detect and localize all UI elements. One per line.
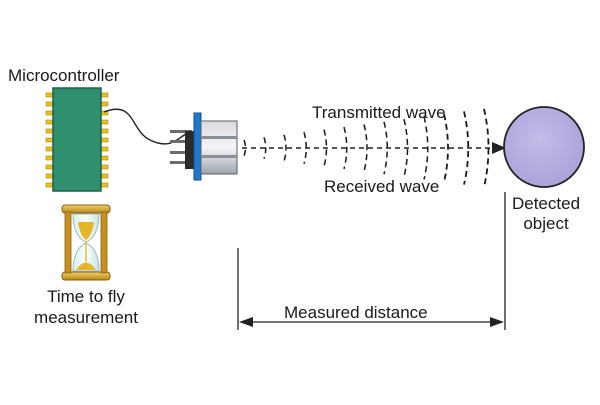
time-to-fly-label-line1: Time to fly: [47, 287, 125, 306]
transmitted-wave-label: Transmitted wave: [312, 103, 446, 122]
wave-front: [363, 124, 368, 172]
wave-front: [443, 113, 449, 183]
wave-front: [343, 126, 348, 170]
time-to-fly-label-line2: measurement: [34, 308, 138, 327]
wave-front: [263, 137, 267, 159]
detected-object-label-line2: object: [523, 214, 569, 233]
detected-object-label-line1: Detected: [511, 194, 581, 213]
transmitted-wave-arrow: [242, 142, 506, 154]
microcontroller-chip-icon: [45, 87, 109, 192]
wave-front: [383, 121, 388, 175]
detected-object-circle: [503, 106, 585, 188]
microcontroller-label: Microcontroller: [8, 66, 120, 85]
distance-markers: [237, 192, 506, 330]
wave-front: [283, 134, 287, 162]
signal-cable: [103, 108, 187, 145]
wave-front: [243, 139, 247, 157]
measured-distance-label: Measured distance: [284, 303, 428, 322]
wave-front: [323, 129, 328, 167]
wave-front: [483, 108, 490, 188]
ultrasonic-sensor-icon: [170, 112, 238, 181]
wave-front: [423, 116, 429, 180]
wave-front: [403, 119, 409, 177]
hourglass-icon: [61, 204, 111, 281]
received-wave-label: Received wave: [324, 177, 440, 196]
